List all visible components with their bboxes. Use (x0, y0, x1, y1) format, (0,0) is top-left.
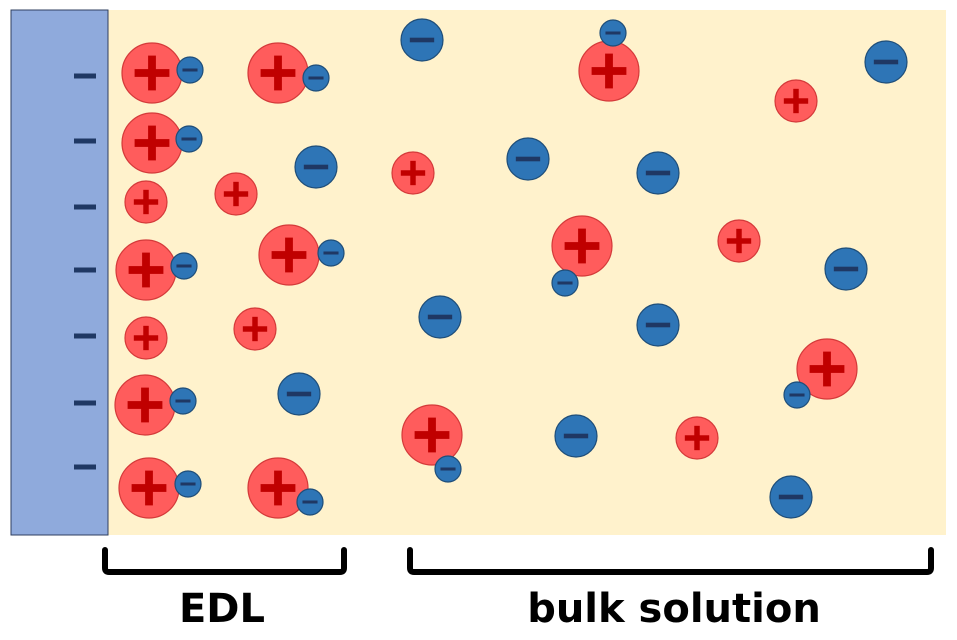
anion (277, 372, 321, 416)
cation (118, 457, 180, 519)
surface-negative-charge (74, 464, 96, 470)
surface-negative-charge (74, 73, 96, 79)
anion (636, 151, 680, 195)
anion (506, 137, 550, 181)
anion (302, 64, 330, 92)
anion (434, 455, 462, 483)
cation (258, 224, 320, 286)
anion (783, 381, 811, 409)
surface-negative-charge (74, 400, 96, 406)
cation (401, 404, 463, 466)
bulk-solution-bracket (407, 547, 934, 575)
cation (124, 316, 168, 360)
anion (294, 145, 338, 189)
surface-negative-charge (74, 204, 96, 210)
cation (121, 42, 183, 104)
cation (247, 457, 309, 519)
cation (675, 416, 719, 460)
anion (599, 19, 627, 47)
anion (769, 475, 813, 519)
anion (824, 247, 868, 291)
anion (174, 470, 202, 498)
cation (551, 215, 613, 277)
cation (578, 40, 640, 102)
anion (400, 18, 444, 62)
edl-label: EDL (179, 586, 265, 632)
cation (247, 42, 309, 104)
cation (774, 79, 818, 123)
bulk-solution-label: bulk solution (527, 586, 821, 632)
anion (317, 239, 345, 267)
anion (418, 295, 462, 339)
anion (170, 252, 198, 280)
cation (796, 338, 858, 400)
anion (175, 125, 203, 153)
ion-layer (114, 18, 908, 519)
cation (124, 180, 168, 224)
anion (176, 56, 204, 84)
edl-bracket (102, 547, 347, 575)
anion (554, 414, 598, 458)
cation (391, 151, 435, 195)
anion (296, 488, 324, 516)
surface-negative-charge (74, 138, 96, 144)
cation (214, 172, 258, 216)
anion (551, 269, 579, 297)
cation (115, 239, 177, 301)
cation (114, 374, 176, 436)
electrode-surface-charges (74, 73, 96, 470)
anion (169, 387, 197, 415)
solution-region (108, 10, 946, 535)
cation (233, 307, 277, 351)
cation (717, 219, 761, 263)
cation (121, 112, 183, 174)
anion (864, 40, 908, 84)
anion (636, 303, 680, 347)
surface-negative-charge (74, 267, 96, 273)
surface-negative-charge (74, 333, 96, 339)
